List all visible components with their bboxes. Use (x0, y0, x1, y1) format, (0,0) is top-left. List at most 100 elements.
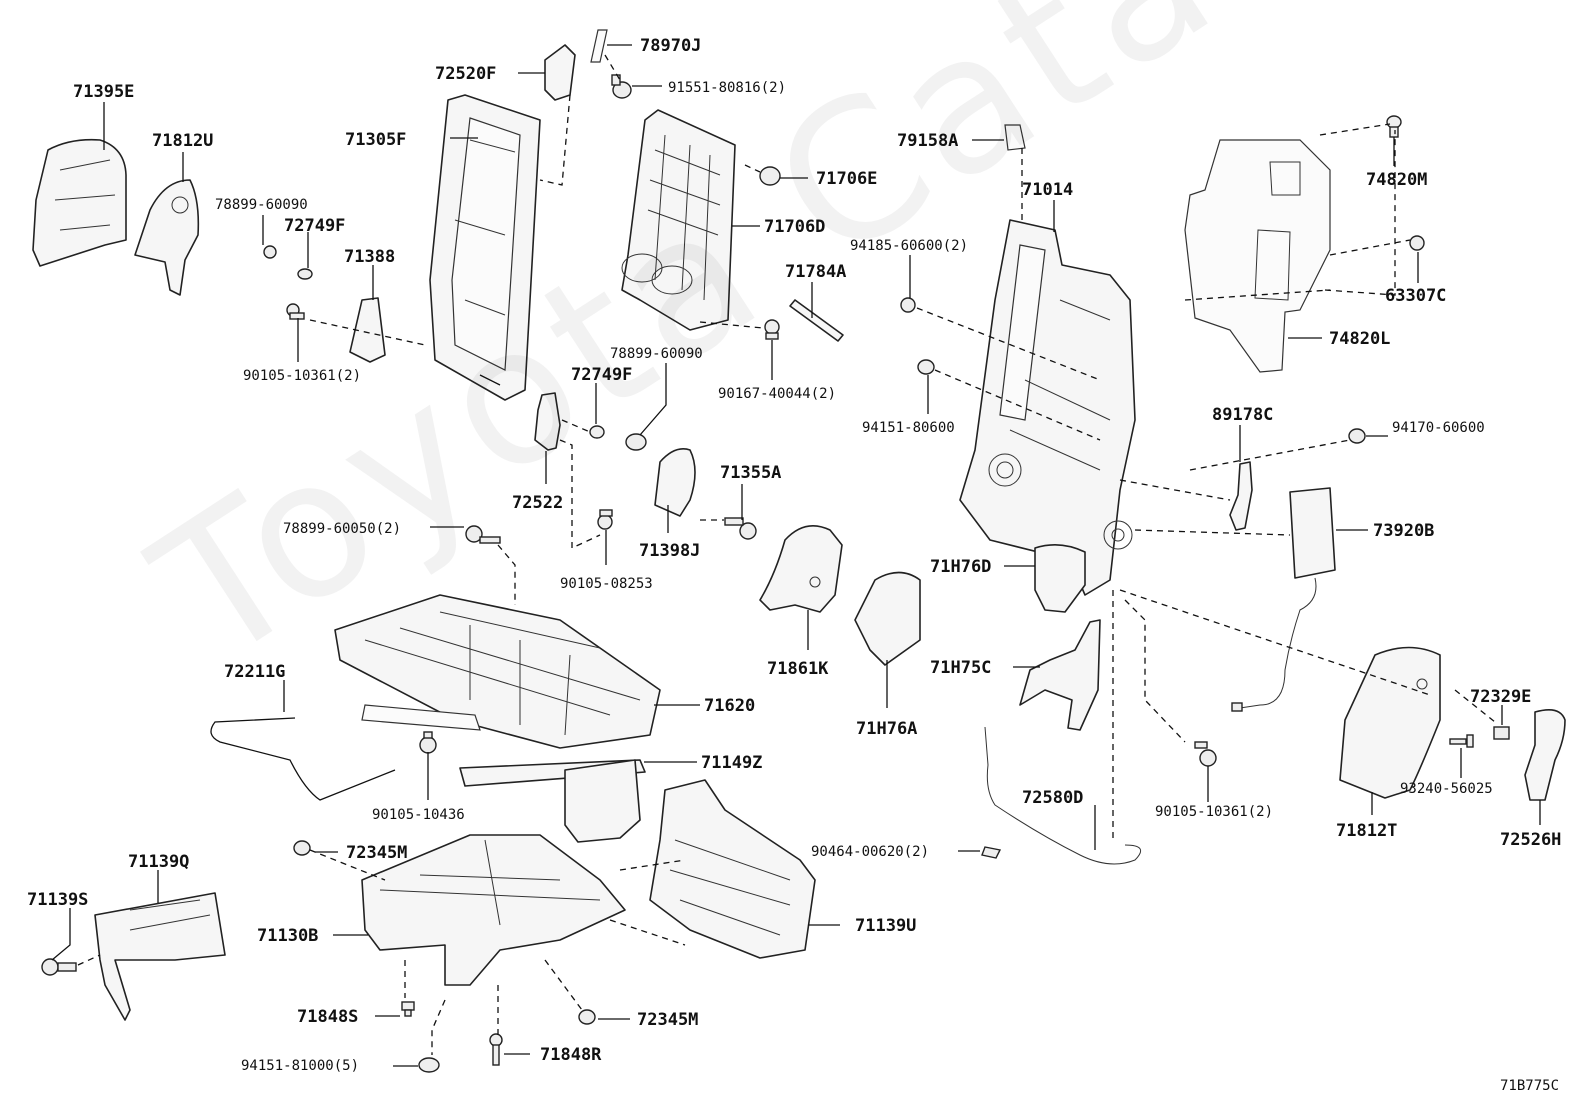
callout-71620[interactable]: 71620 (704, 696, 755, 716)
callout-71305F[interactable]: 71305F (345, 130, 406, 150)
part-94151-80600[interactable] (917, 359, 935, 375)
callout-74820M[interactable]: 74820M (1366, 170, 1427, 190)
part-79158A[interactable] (1004, 124, 1026, 151)
part-94170-60600[interactable] (1348, 428, 1366, 444)
part-71139S[interactable] (41, 958, 77, 976)
part-71388[interactable] (349, 297, 386, 363)
part-93240-56025[interactable] (1449, 734, 1474, 748)
callout-94151-81000[interactable]: 94151-81000(5) (241, 1058, 359, 1074)
callout-72749F-a[interactable]: 72749F (284, 216, 345, 236)
callout-71848R[interactable]: 71848R (540, 1045, 602, 1065)
part-90105-10361-a[interactable] (286, 303, 305, 320)
callout-71784A[interactable]: 71784A (785, 262, 846, 282)
callout-90105-10361-b[interactable]: 90105-10361(2) (1155, 804, 1273, 820)
callout-72520F[interactable]: 72520F (435, 64, 496, 84)
callout-71388[interactable]: 71388 (344, 247, 395, 267)
part-73920B[interactable] (1231, 487, 1336, 712)
part-94185-60600[interactable] (900, 297, 916, 313)
callout-90105-08253[interactable]: 90105-08253 (560, 576, 653, 592)
part-71620[interactable] (334, 594, 661, 749)
part-71139U[interactable] (649, 779, 816, 959)
part-71784A[interactable] (789, 299, 844, 342)
callout-71706D[interactable]: 71706D (764, 217, 825, 237)
part-72580D[interactable] (984, 726, 1142, 865)
part-72211G[interactable] (210, 717, 396, 801)
part-71139Q[interactable] (94, 892, 226, 1021)
callout-73920B[interactable]: 73920B (1373, 521, 1434, 541)
callout-71H76D[interactable]: 71H76D (930, 557, 991, 577)
part-71812T[interactable] (1339, 646, 1441, 799)
callout-94151-80600[interactable]: 94151-80600 (862, 420, 955, 436)
part-71H75C[interactable] (1019, 619, 1101, 731)
part-71861K[interactable] (759, 524, 843, 613)
callout-71149Z[interactable]: 71149Z (701, 753, 762, 773)
callout-90105-10436[interactable]: 90105-10436 (372, 807, 465, 823)
part-71305F[interactable] (429, 94, 541, 401)
callout-78899-60050[interactable]: 78899-60050(2) (283, 521, 401, 537)
part-71130B[interactable] (361, 834, 626, 986)
part-78899-60050[interactable] (465, 525, 501, 544)
part-71398J[interactable] (654, 448, 696, 517)
part-90105-08253[interactable] (597, 509, 613, 530)
callout-90464-00620[interactable]: 90464-00620(2) (811, 844, 929, 860)
callout-71861K[interactable]: 71861K (767, 659, 829, 679)
callout-72211G[interactable]: 72211G (224, 662, 285, 682)
part-71395E[interactable] (32, 138, 127, 267)
callout-78899-60090-b[interactable]: 78899-60090 (610, 346, 703, 362)
callout-71395E[interactable]: 71395E (73, 82, 134, 102)
part-72520F[interactable] (544, 44, 576, 101)
callout-89178C[interactable]: 89178C (1212, 405, 1273, 425)
callout-71355A[interactable]: 71355A (720, 463, 781, 483)
callout-72345M-b[interactable]: 72345M (637, 1010, 698, 1030)
callout-90105-10361-a[interactable]: 90105-10361(2) (243, 368, 361, 384)
part-71848S[interactable] (401, 1001, 415, 1017)
part-71H76A[interactable] (854, 571, 921, 666)
part-78970J[interactable] (590, 29, 608, 63)
callout-72329E[interactable]: 72329E (1470, 687, 1531, 707)
callout-72522[interactable]: 72522 (512, 493, 563, 513)
callout-78899-60090-a[interactable]: 78899-60090 (215, 197, 308, 213)
callout-94185-60600[interactable]: 94185-60600(2) (850, 238, 968, 254)
part-72526H[interactable] (1524, 709, 1566, 801)
callout-72749F-b[interactable]: 72749F (571, 365, 632, 385)
part-90105-10436[interactable] (419, 731, 437, 754)
part-72345M-a[interactable] (293, 840, 311, 856)
callout-71398J[interactable]: 71398J (639, 541, 700, 561)
callout-71130B[interactable]: 71130B (257, 926, 318, 946)
part-78899-60090-b[interactable] (625, 433, 647, 451)
callout-93240-56025[interactable]: 93240-56025 (1400, 781, 1493, 797)
part-72329E[interactable] (1493, 726, 1510, 740)
part-71014[interactable] (959, 219, 1136, 596)
part-90105-10361-b[interactable] (1194, 741, 1217, 767)
part-71812U[interactable] (134, 179, 200, 296)
callout-71139Q[interactable]: 71139Q (128, 852, 189, 872)
callout-71139S[interactable]: 71139S (27, 890, 88, 910)
callout-90167-40044[interactable]: 90167-40044(2) (718, 386, 836, 402)
part-71H76D[interactable] (1034, 544, 1086, 613)
part-71706E[interactable] (759, 166, 781, 186)
callout-71H75C[interactable]: 71H75C (930, 658, 991, 678)
callout-71812T[interactable]: 71812T (1336, 821, 1397, 841)
part-72749F-b[interactable] (589, 425, 605, 439)
part-94151-81000[interactable] (418, 1057, 440, 1073)
part-74820M[interactable] (1386, 115, 1402, 138)
part-63307C[interactable] (1409, 235, 1425, 251)
part-72345M-b[interactable] (578, 1009, 596, 1025)
callout-79158A[interactable]: 79158A (897, 131, 958, 151)
callout-94170-60600[interactable]: 94170-60600 (1392, 420, 1485, 436)
part-72522[interactable] (534, 392, 561, 451)
callout-71706E[interactable]: 71706E (816, 169, 877, 189)
callout-71H76A[interactable]: 71H76A (856, 719, 917, 739)
callout-72526H[interactable]: 72526H (1500, 830, 1561, 850)
part-90167-40044[interactable] (764, 319, 780, 340)
callout-72345M-a[interactable]: 72345M (346, 843, 407, 863)
part-90464-00620[interactable] (981, 846, 1002, 859)
callout-71812U[interactable]: 71812U (152, 131, 213, 151)
part-71848R[interactable] (489, 1033, 503, 1066)
part-72749F-a[interactable] (297, 268, 313, 280)
part-74820L[interactable] (1184, 139, 1331, 373)
callout-74820L[interactable]: 74820L (1329, 329, 1390, 349)
callout-91551-80816[interactable]: 91551-80816(2) (668, 80, 786, 96)
callout-72580D[interactable]: 72580D (1022, 788, 1083, 808)
callout-71848S[interactable]: 71848S (297, 1007, 358, 1027)
